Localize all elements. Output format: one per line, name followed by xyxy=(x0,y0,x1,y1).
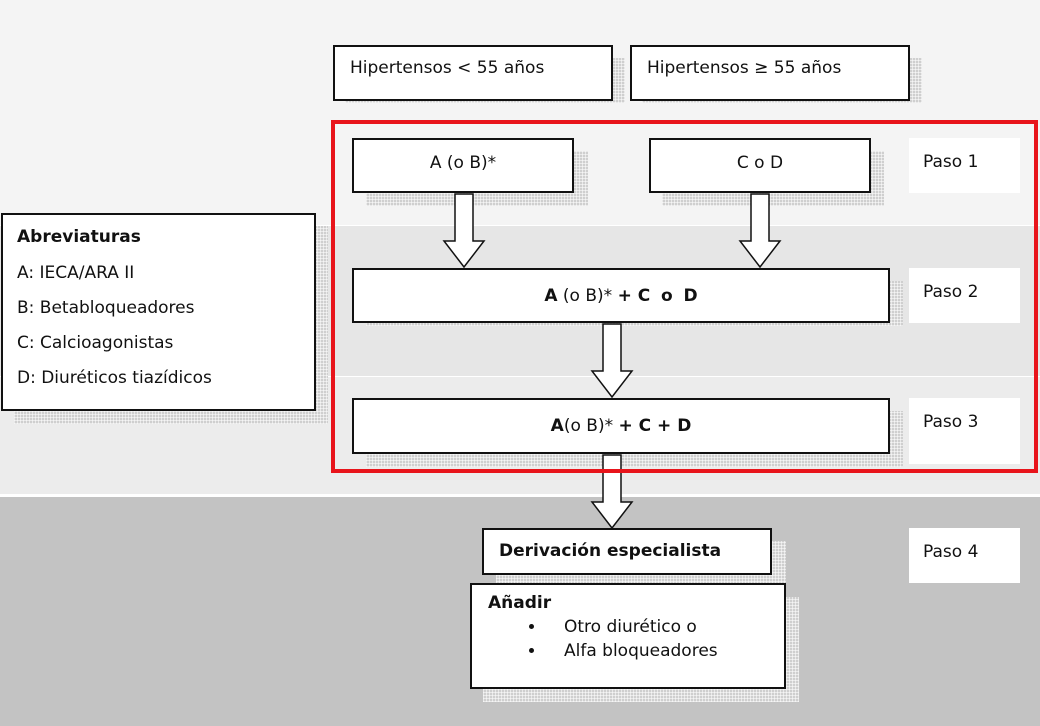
step1-a-label: A (o B)* xyxy=(429,153,497,173)
group-over-55-label: Hipertensos ≥ 55 años xyxy=(647,58,842,78)
step2-box: A (o B)* + C o D xyxy=(352,268,890,323)
derivacion-label: Derivación especialista xyxy=(499,541,722,561)
step1-c-box: C o D xyxy=(649,138,871,193)
list-item: Alfa bloqueadores xyxy=(546,641,768,661)
anadir-box: Añadir Otro diurético o Alfa bloqueadore… xyxy=(470,583,786,689)
step-label-4: Paso 4 xyxy=(909,528,1020,583)
list-item: Otro diurético o xyxy=(546,617,768,637)
abbreviation-a: A: IECA/ARA II xyxy=(17,263,135,283)
anadir-title: Añadir xyxy=(488,593,552,613)
derivacion-box: Derivación especialista xyxy=(482,528,772,575)
step2-o: o xyxy=(661,285,673,306)
down-arrow-icon xyxy=(442,193,486,269)
anadir-list: Otro diurético o Alfa bloqueadores xyxy=(488,617,768,661)
step3-label: A(o B)* + C + D xyxy=(551,416,692,436)
step-label-1: Paso 1 xyxy=(909,138,1020,193)
step3-box: A(o B)* + C + D xyxy=(352,398,890,454)
down-arrow-icon xyxy=(738,193,782,269)
step-label-3: Paso 3 xyxy=(909,398,1020,464)
group-under-55-box: Hipertensos < 55 años xyxy=(333,45,613,101)
step2-label: A (o B)* + C o D xyxy=(544,286,697,306)
step1-a-box: A (o B)* xyxy=(352,138,574,193)
abbreviation-c: C: Calcioagonistas xyxy=(17,333,174,353)
step-label-2: Paso 2 xyxy=(909,268,1020,323)
step3-ob: (o B)* xyxy=(563,416,619,436)
abbreviations-panel: Abreviaturas A: IECA/ARA II B: Betabloqu… xyxy=(1,213,316,411)
group-over-55-box: Hipertensos ≥ 55 años xyxy=(630,45,910,101)
step3-plus-cd: + C + D xyxy=(618,416,692,436)
step2-d: D xyxy=(683,285,698,306)
abbreviation-b: B: Betabloqueadores xyxy=(17,298,195,318)
step3-a: A xyxy=(550,416,564,436)
step2-plus-c: + C xyxy=(617,285,651,306)
step2-a: A xyxy=(544,285,558,306)
abbreviations-title: Abreviaturas xyxy=(17,227,141,247)
step1-c-label: C o D xyxy=(736,153,784,173)
step2-ob: (o B)* xyxy=(557,285,618,306)
highlight-frame xyxy=(331,120,1038,473)
group-under-55-label: Hipertensos < 55 años xyxy=(350,58,545,78)
abbreviation-d: D: Diuréticos tiazídicos xyxy=(17,368,212,388)
down-arrow-icon xyxy=(590,323,634,399)
down-arrow-icon xyxy=(590,454,634,530)
